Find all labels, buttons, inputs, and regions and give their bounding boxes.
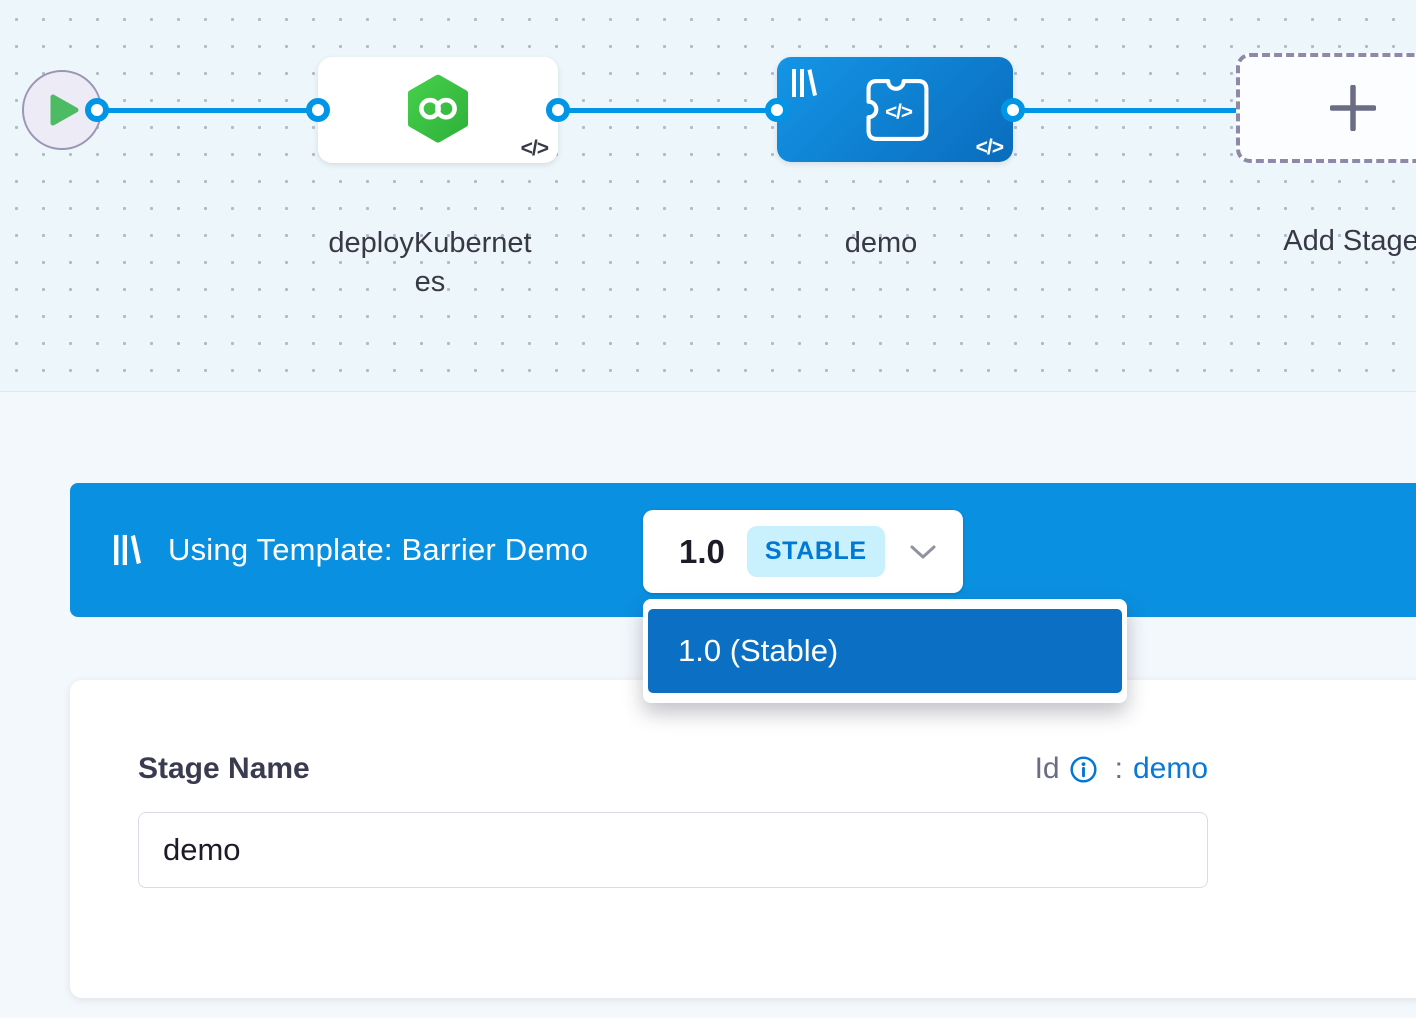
version-dropdown-menu: 1.0 (Stable) xyxy=(643,599,1127,703)
stage-label-demo: demo xyxy=(844,227,918,259)
connector-port[interactable] xyxy=(546,98,570,122)
plus-icon xyxy=(1330,85,1376,131)
template-version-selector[interactable]: 1.0 STABLE xyxy=(643,510,963,593)
edge-start-to-deploy xyxy=(97,108,318,113)
connector-port[interactable] xyxy=(306,98,330,122)
stage-node-demo-selected[interactable]: </> </> xyxy=(777,57,1013,162)
stage-overview-panel: Stage Name Id : demo xyxy=(70,680,1416,998)
add-stage-button[interactable] xyxy=(1236,53,1416,163)
connector-port[interactable] xyxy=(765,98,789,122)
yaml-code-icon[interactable]: </> xyxy=(520,137,549,160)
connector-port[interactable] xyxy=(85,98,109,122)
chevron-down-icon xyxy=(910,545,936,558)
edge-demo-to-add xyxy=(1013,108,1243,113)
connector-port[interactable] xyxy=(1001,98,1025,122)
pipeline-canvas[interactable]: </> </> </> deployKubernetes xyxy=(0,0,1416,392)
stable-badge: STABLE xyxy=(746,526,885,577)
stage-name-label: Stage Name xyxy=(138,752,310,785)
stage-id-value[interactable]: demo xyxy=(1132,752,1208,785)
id-label: Id xyxy=(1034,752,1060,785)
add-stage-label: Add Stage xyxy=(1283,225,1416,257)
custom-stage-icon: </> xyxy=(866,78,929,141)
deploy-hexagon-icon xyxy=(408,74,468,143)
stage-id-group: Id : demo xyxy=(1035,752,1208,786)
svg-text:</>: </> xyxy=(885,100,913,123)
id-separator: : xyxy=(1114,752,1123,785)
stage-label-deploykubernetes: deployKubernetes xyxy=(328,227,532,298)
template-banner-label: Using Template: Barrier Demo xyxy=(168,532,589,567)
version-number: 1.0 xyxy=(679,532,725,570)
template-library-icon xyxy=(792,69,817,97)
yaml-code-icon[interactable]: </> xyxy=(975,136,1004,159)
version-option-stable[interactable]: 1.0 (Stable) xyxy=(648,609,1122,693)
template-library-icon xyxy=(114,534,141,566)
play-icon xyxy=(50,94,79,126)
stage-node-deploykubernetes[interactable]: </> xyxy=(318,57,558,163)
info-icon[interactable] xyxy=(1070,755,1097,783)
edge-deploy-to-demo xyxy=(558,108,777,113)
stage-name-input[interactable] xyxy=(138,812,1208,888)
